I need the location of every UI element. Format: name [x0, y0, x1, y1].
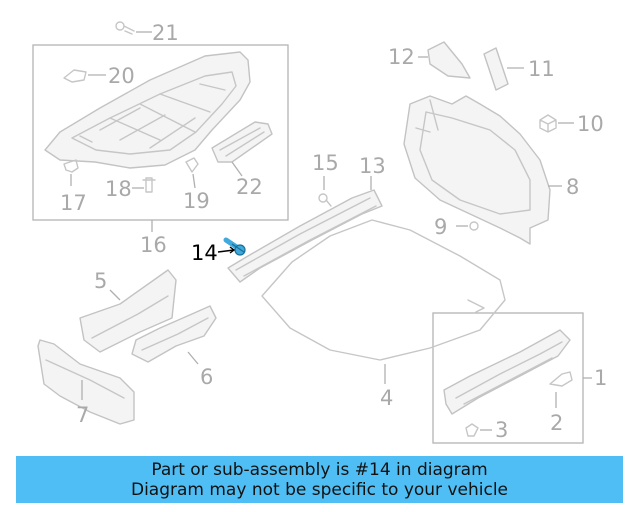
caption-banner: Part or sub-assembly is #14 in diagram D… — [16, 456, 623, 503]
part-11-panel — [483, 47, 524, 91]
group-16-box — [32, 44, 289, 221]
callout-11: 11 — [528, 57, 555, 81]
part-4-floor-mat — [261, 219, 506, 384]
part-17-grommet — [63, 159, 79, 186]
part-13-sill-plate — [227, 176, 383, 283]
callout-2: 2 — [550, 411, 563, 435]
part-20-clip — [63, 69, 106, 83]
callout-17: 17 — [60, 191, 87, 215]
part-21-screw — [115, 21, 152, 35]
part-16-package-tray — [44, 51, 251, 169]
callout-labels: 21 20 17 18 19 22 16 12 11 10 15 13 8 9 … — [60, 21, 607, 442]
callout-5: 5 — [94, 269, 107, 293]
callout-6: 6 — [200, 365, 213, 389]
part-12-panel — [418, 41, 471, 79]
callout-3: 3 — [495, 418, 508, 442]
callout-21: 21 — [152, 21, 179, 45]
caption-line-1: Part or sub-assembly is #14 in diagram — [151, 459, 488, 480]
callout-1: 1 — [594, 366, 607, 390]
part-9-clip — [456, 221, 479, 231]
callout-20: 20 — [108, 64, 135, 88]
part-22-bracket — [211, 121, 273, 177]
part-2-clip — [549, 371, 573, 408]
callout-13: 13 — [359, 154, 386, 178]
part-8-quarter-trim — [403, 95, 562, 245]
callout-12: 12 — [388, 45, 415, 69]
part-19-clip — [185, 157, 199, 189]
part-15-screw — [318, 176, 332, 207]
callout-22: 22 — [236, 175, 263, 199]
callout-4: 4 — [380, 386, 393, 410]
callout-7: 7 — [76, 403, 89, 427]
part-3-clip — [465, 423, 492, 437]
callout-18: 18 — [105, 177, 132, 201]
part-6-bracket — [131, 305, 217, 365]
callout-14: 14 — [191, 241, 218, 265]
callout-15: 15 — [312, 151, 339, 175]
callout-10: 10 — [577, 112, 604, 136]
callout-9: 9 — [434, 215, 447, 239]
part-1-scuff-plate — [443, 329, 571, 415]
caption-line-2: Diagram may not be specific to your vehi… — [130, 479, 508, 500]
part-14-clip-highlighted — [217, 237, 246, 256]
callout-19: 19 — [183, 189, 210, 213]
callout-8: 8 — [566, 175, 579, 199]
callout-16: 16 — [140, 233, 167, 257]
part-18-bolt — [132, 177, 156, 193]
part-5-bracket — [79, 269, 177, 353]
part-10-nut — [539, 114, 574, 133]
part-7-panel — [37, 339, 135, 425]
